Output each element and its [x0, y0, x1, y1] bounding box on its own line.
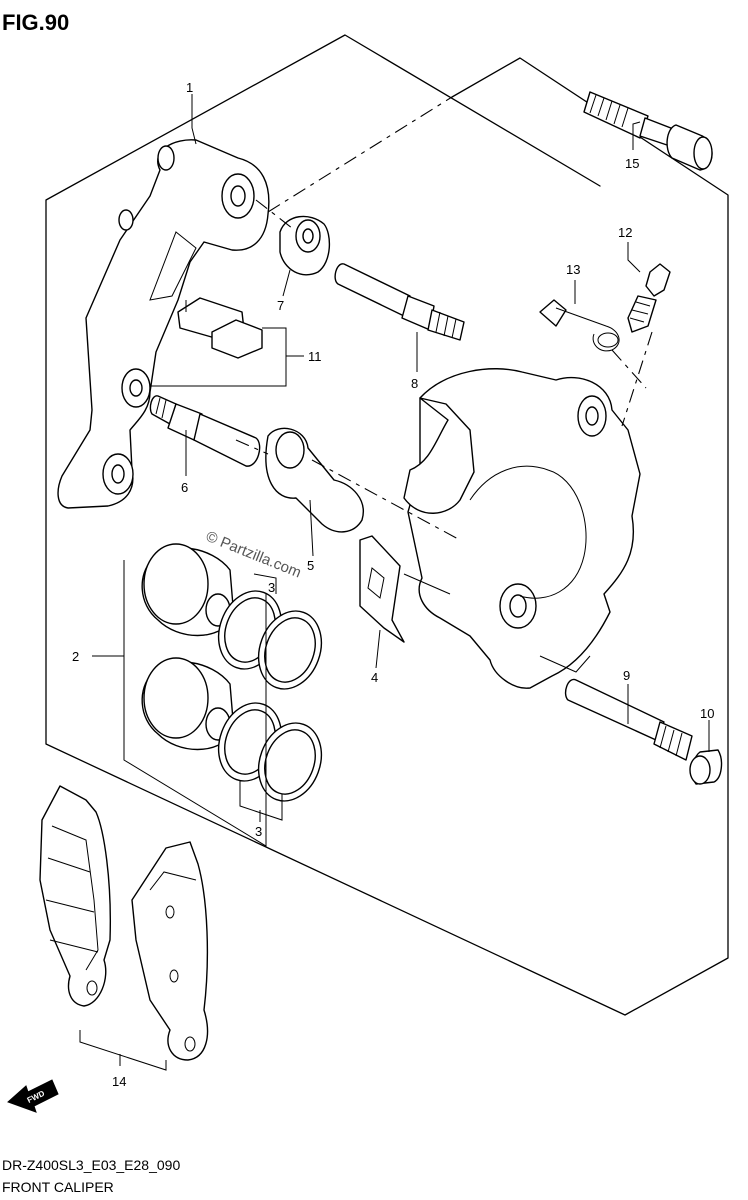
callout-3-top: 3 — [268, 580, 275, 595]
part-15-bolt — [583, 91, 713, 171]
part-10-cap — [689, 749, 723, 785]
fwd-arrow-icon: FWD — [7, 1079, 59, 1113]
part-4-pad-retainer — [359, 535, 405, 643]
figure-code: DR-Z400SL3_E03_E28_090 — [2, 1157, 180, 1173]
callout-15: 15 — [625, 156, 639, 171]
callout-3-bottom: 3 — [255, 824, 262, 839]
assembly-guide-lines — [235, 199, 653, 541]
part-8-slide-pin — [334, 263, 465, 341]
part-5-boot — [265, 427, 364, 533]
part-9-slide-pin — [564, 678, 693, 761]
part-14-brake-pads — [39, 785, 209, 1061]
callout-12: 12 — [618, 225, 632, 240]
callout-4: 4 — [371, 670, 378, 685]
callout-11: 11 — [308, 349, 322, 364]
callout-8: 8 — [411, 376, 418, 391]
callout-1: 1 — [186, 80, 193, 95]
callout-14: 14 — [112, 1074, 126, 1089]
assembly-outline-dash — [267, 96, 453, 213]
callout-7: 7 — [277, 298, 284, 313]
callout-2: 2 — [72, 649, 79, 664]
part-6-slide-pin — [149, 395, 261, 467]
part-12-bleeder — [627, 263, 671, 333]
figure-title: FIG.90 — [2, 10, 69, 35]
part-1-bracket — [57, 139, 270, 509]
part-2-pistons — [141, 543, 235, 751]
callout-9: 9 — [623, 668, 630, 683]
part-7-boot — [279, 215, 331, 276]
caliper-body — [403, 368, 641, 689]
leader-lines — [79, 94, 710, 1071]
figure-name: FRONT CALIPER — [2, 1179, 114, 1195]
callout-10: 10 — [700, 706, 714, 721]
part-11-pad-spring — [177, 297, 263, 359]
callout-6: 6 — [181, 480, 188, 495]
callout-5: 5 — [307, 558, 314, 573]
callout-13: 13 — [566, 262, 580, 277]
part-13-cap — [539, 299, 620, 352]
